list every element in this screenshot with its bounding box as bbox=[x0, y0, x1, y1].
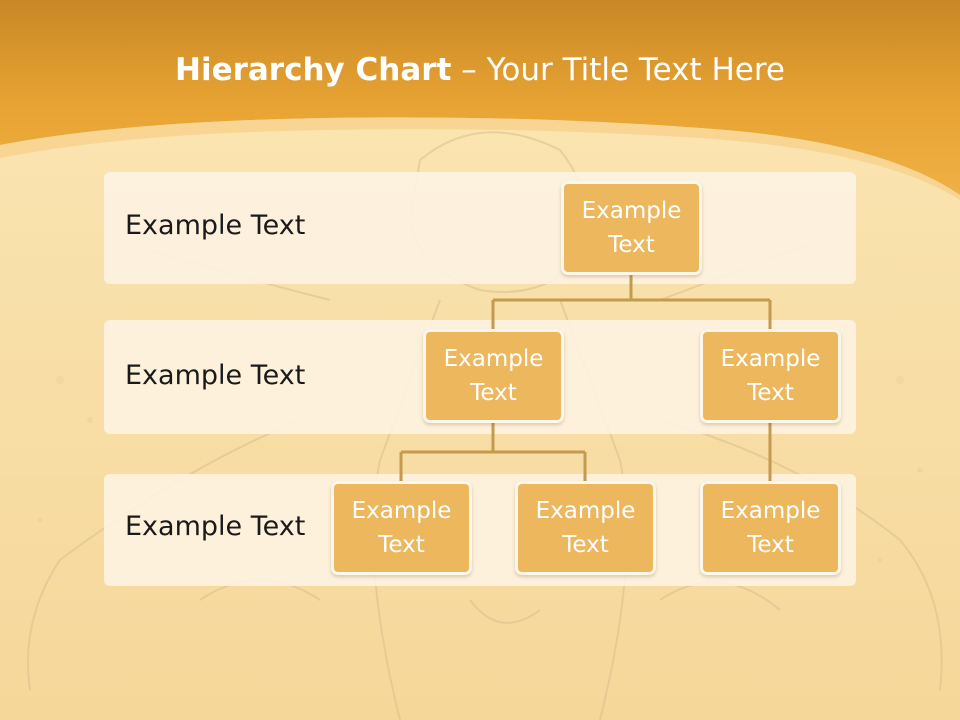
node-level3-left: Example Text bbox=[331, 481, 472, 575]
node-level3-middle: Example Text bbox=[515, 481, 656, 575]
title-bold: Hierarchy Chart bbox=[175, 52, 452, 88]
slide-title: Hierarchy Chart – Your Title Text Here bbox=[0, 52, 960, 88]
node-level2-right: Example Text bbox=[700, 329, 841, 423]
node-level3-right: Example Text bbox=[700, 481, 841, 575]
row-band-1 bbox=[104, 172, 856, 284]
row-label-2: Example Text bbox=[125, 360, 306, 391]
node-root: Example Text bbox=[561, 181, 702, 275]
node-level2-left: Example Text bbox=[423, 329, 564, 423]
header-band bbox=[0, 0, 960, 200]
title-rest: – Your Title Text Here bbox=[451, 52, 785, 88]
row-label-1: Example Text bbox=[125, 210, 306, 241]
row-label-3: Example Text bbox=[125, 511, 306, 542]
